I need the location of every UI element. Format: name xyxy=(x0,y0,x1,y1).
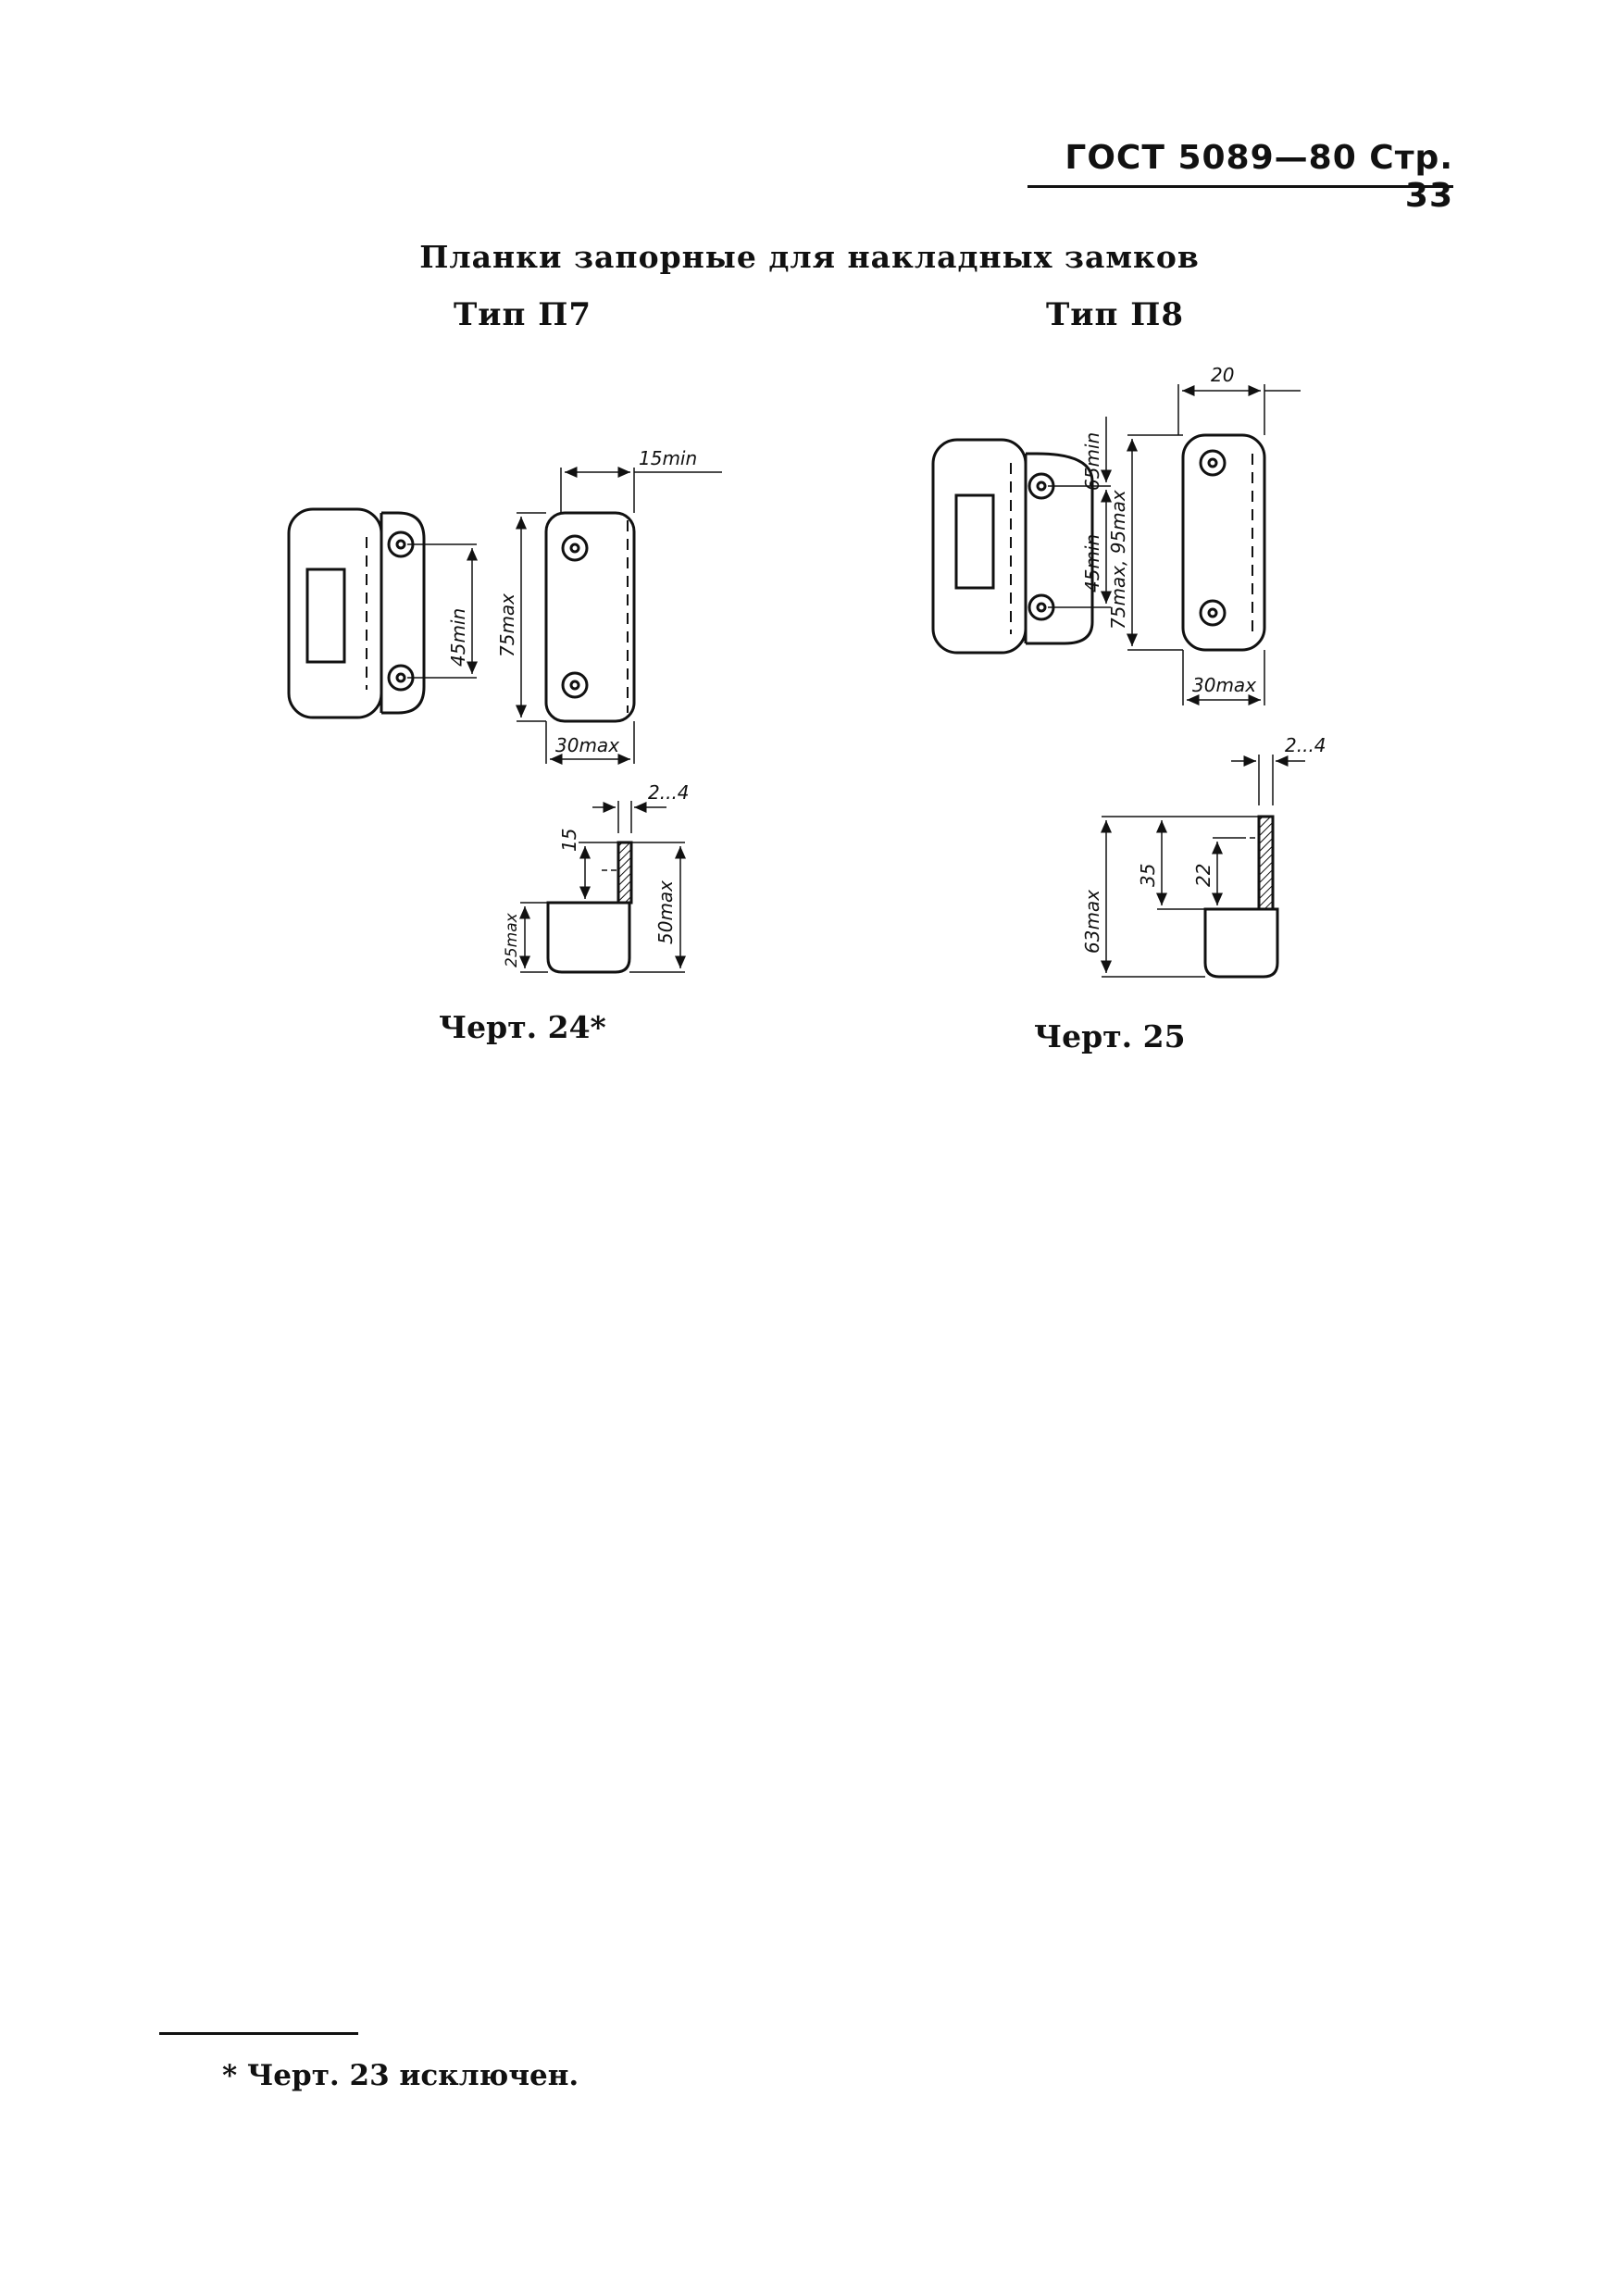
dim-p8-63max: 63max xyxy=(1081,890,1103,954)
p8-strike-plate-view: 75max, 95max 20 30max xyxy=(1107,364,1301,705)
dim-p8-30max: 30max xyxy=(1192,674,1256,696)
dim-p8-22: 22 xyxy=(1192,864,1214,887)
p8-side-section-view: 2...4 63max 35 22 xyxy=(1081,734,1326,979)
dim-p7-2-4: 2...4 xyxy=(648,781,690,804)
dim-p7-30max: 30max xyxy=(555,734,619,756)
drawing-p7: 45min 75max 15min 30max 2...4 xyxy=(287,447,722,974)
dim-p7-45min: 45min xyxy=(447,608,469,667)
p7-strike-plate-view: 75max 15min 30max xyxy=(496,447,722,765)
p7-lock-front-view: 45min xyxy=(287,507,478,719)
type-label-p8: Тип П8 xyxy=(1046,296,1185,333)
dim-p7-15: 15 xyxy=(558,829,580,852)
drawing-p8: 45min 65min 75max, 95max 20 30max 2...4 xyxy=(931,364,1326,979)
dim-p7-75max: 75max xyxy=(496,593,518,657)
p7-side-section-view: 2...4 15 25max 50max xyxy=(503,781,690,974)
p8-lock-front-view: 45min 65min xyxy=(931,417,1112,655)
page-header: ГОСТ 5089—80 Стр. 33 xyxy=(1065,139,1453,215)
header-rule xyxy=(1027,185,1453,188)
dim-p8-20: 20 xyxy=(1211,364,1234,386)
footnote: * Черт. 23 исключен. xyxy=(222,2059,579,2092)
caption-fig-24: Черт. 24* xyxy=(439,1009,606,1045)
footnote-rule xyxy=(159,2032,358,2035)
dim-p8-65min: 65min xyxy=(1081,432,1103,491)
dim-p8-75-95max: 75max, 95max xyxy=(1107,490,1129,630)
dim-p7-15min: 15min xyxy=(639,447,697,469)
dim-p7-50max: 50max xyxy=(654,880,677,944)
dim-p7-25max: 25max xyxy=(503,912,521,967)
page-title: Планки запорные для накладных замков xyxy=(419,239,1200,275)
dim-p8-35: 35 xyxy=(1137,864,1159,887)
dim-p8-45min: 45min xyxy=(1081,534,1103,593)
type-label-p7: Тип П7 xyxy=(454,296,592,333)
dim-p8-2-4: 2...4 xyxy=(1285,734,1326,756)
caption-fig-25: Черт. 25 xyxy=(1034,1018,1186,1054)
